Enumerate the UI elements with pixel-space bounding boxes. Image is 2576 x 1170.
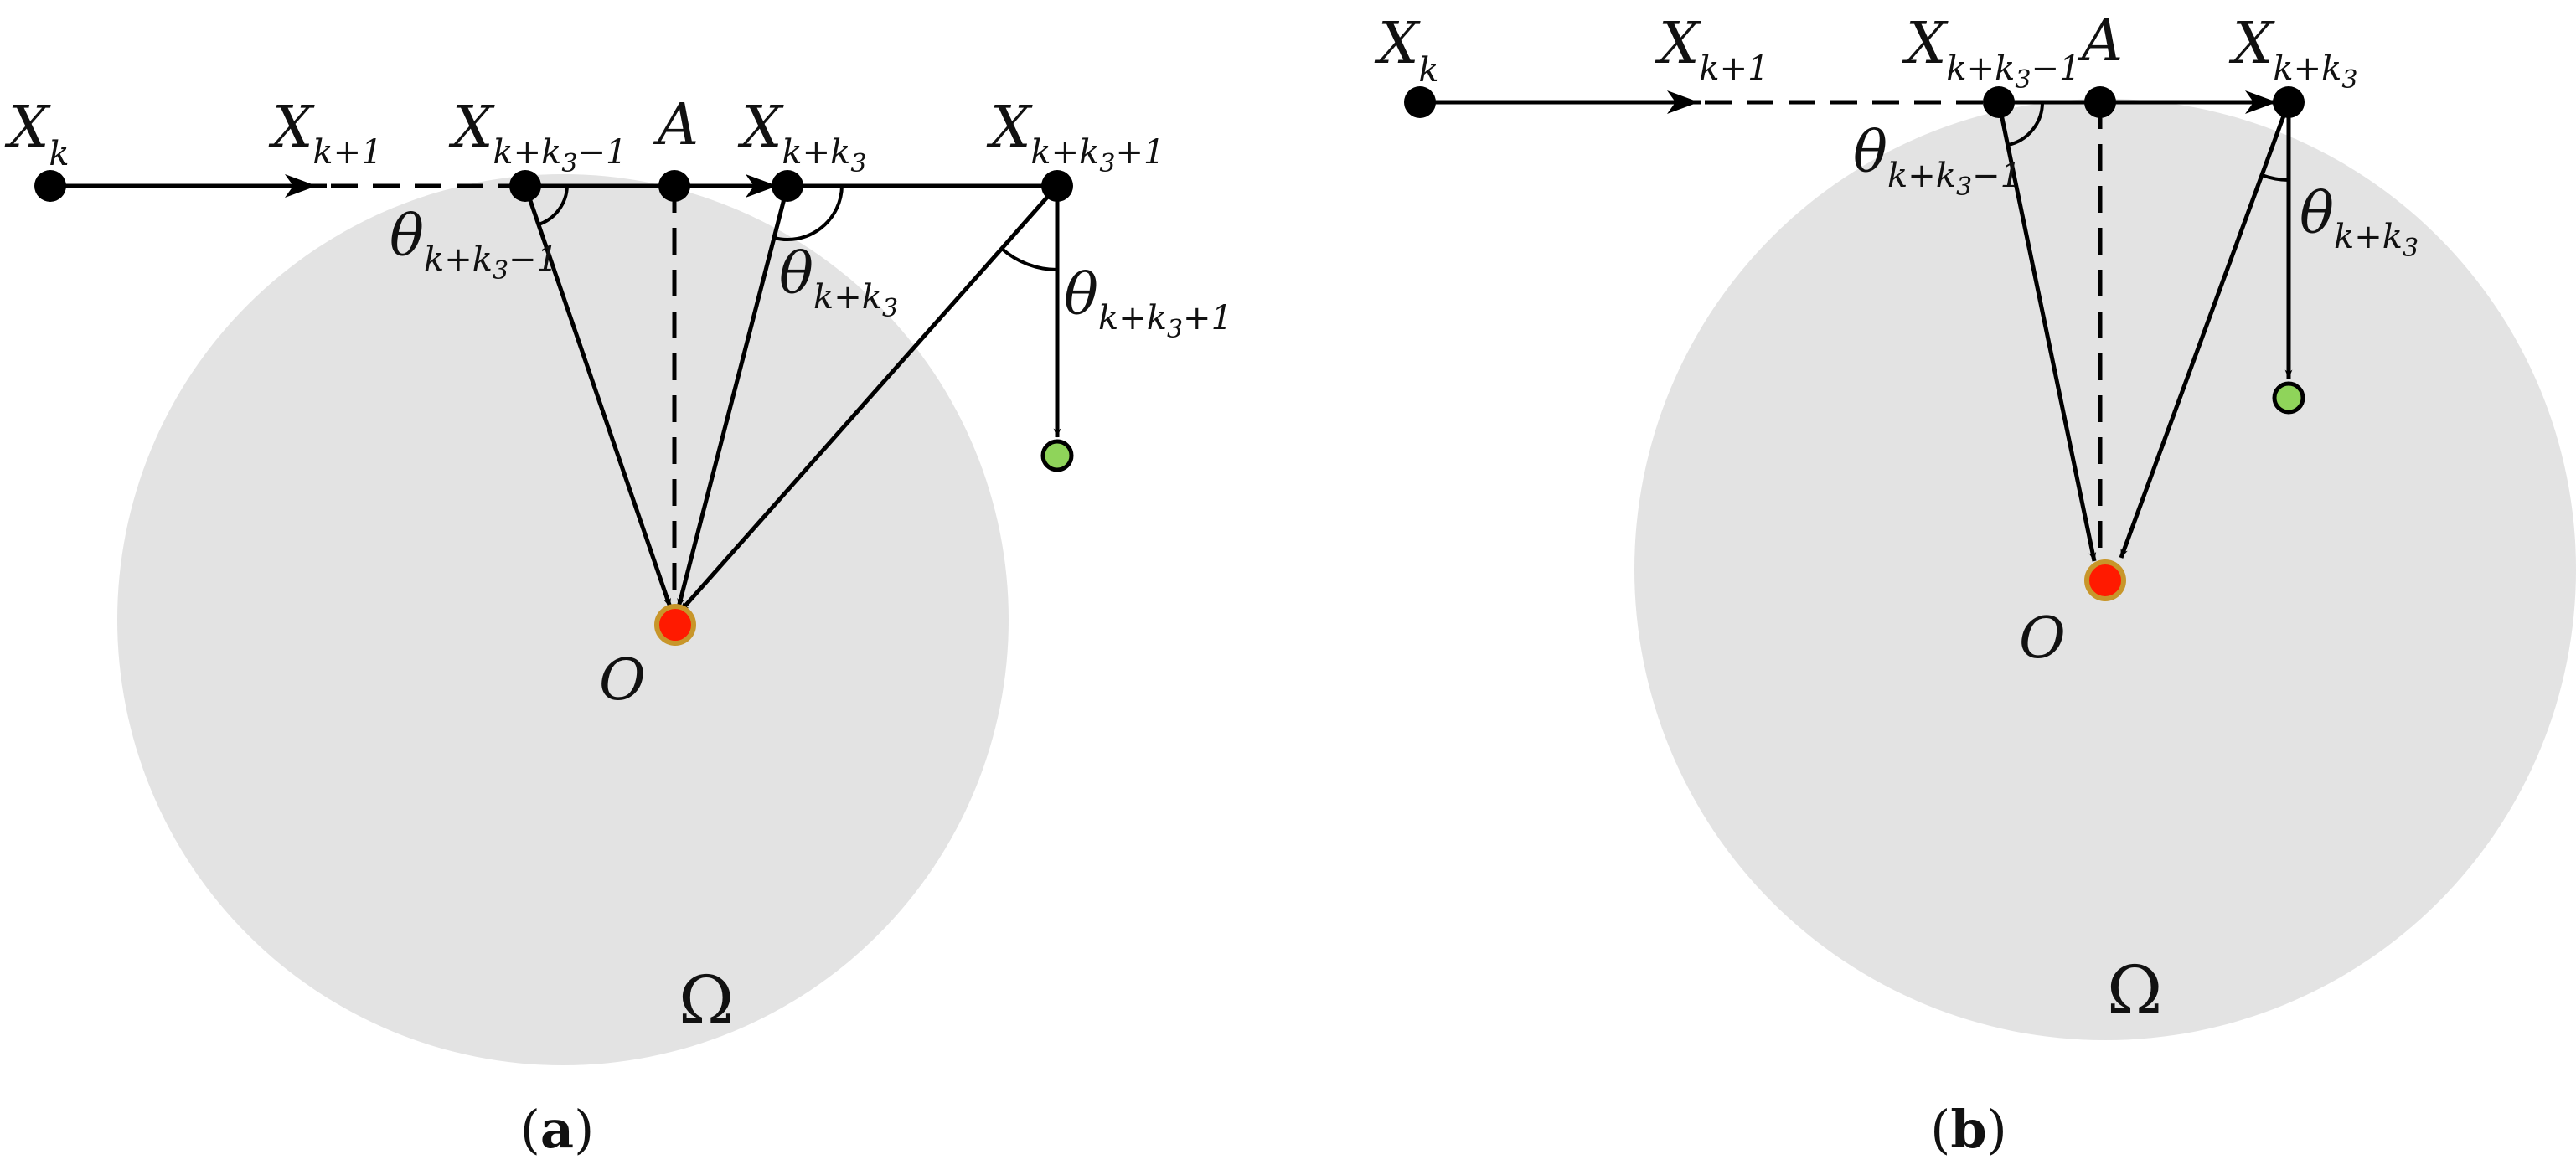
angle-arc-b-1 <box>2007 101 2045 147</box>
label-xk-a: Xk <box>4 95 70 173</box>
trajectory-arrow-b-2 <box>2245 90 2277 114</box>
label-xk3p1-a: Xk+k3+1 <box>986 95 1164 178</box>
label-xk-b: Xk <box>1374 11 1439 90</box>
label-theta-k3m1-a: θk+k3−1 <box>390 204 558 286</box>
angle-arc-a-1 <box>538 185 569 226</box>
label-omega-b: Ω <box>2107 951 2162 1029</box>
label-omega-a: Ω <box>679 961 734 1039</box>
origin-point-b <box>2084 559 2126 601</box>
point-xk3-a <box>772 170 803 202</box>
label-xk1-b: Xk+1 <box>1655 11 1769 88</box>
panel-a: Xk Xk+1 Xk+k3−1 A Xk+k3 Xk+k3+1 θk+k3−1 … <box>4 92 1232 1160</box>
target-point-a <box>1040 439 1074 472</box>
label-A-a: A <box>653 92 699 158</box>
point-A-a <box>658 170 690 202</box>
caption-b: (b) <box>1930 1099 2007 1160</box>
trajectory-arrow-a-2 <box>746 174 777 198</box>
label-origin-a: O <box>599 647 646 714</box>
label-xk3-a: Xk+k3 <box>737 95 867 178</box>
trajectory-arrow-b-1 <box>1667 90 1699 114</box>
ray-a-1 <box>523 185 673 608</box>
label-xk3m1-a: Xk+k3−1 <box>448 95 627 178</box>
ray-a-3 <box>679 184 1059 613</box>
panel-b: Xk Xk+1 Xk+k3−1 A Xk+k3 θk+k3−1 θk+k3 O … <box>1374 8 2576 1160</box>
label-A-b: A <box>2077 8 2123 75</box>
origin-point-a <box>654 604 696 646</box>
label-theta-k3-b: θk+k3 <box>2300 181 2419 263</box>
angle-arc-a-2 <box>773 185 844 241</box>
region-omega-a <box>117 174 1009 1065</box>
label-theta-k3-a: θk+k3 <box>779 241 898 323</box>
point-xk3m1-a <box>509 170 541 202</box>
trajectory-arrow-a-1 <box>285 174 317 198</box>
angle-arc-b-2 <box>2261 173 2289 182</box>
point-xk3m1-b <box>1983 86 2015 118</box>
point-xk-b <box>1404 86 1436 118</box>
point-xk-a <box>34 170 66 202</box>
label-theta-k3p1-a: θk+k3+1 <box>1064 262 1232 344</box>
ray-a-2 <box>676 185 790 608</box>
caption-a: (a) <box>520 1099 595 1160</box>
point-A-b <box>2084 86 2116 118</box>
target-point-b <box>2272 381 2305 415</box>
point-xk3p1-a <box>1041 170 1073 202</box>
label-xk1-a: Xk+1 <box>268 95 383 172</box>
point-xk3-b <box>2273 86 2305 118</box>
label-origin-b: O <box>2019 606 2066 672</box>
label-theta-k3m1-b: θk+k3−1 <box>1853 120 2021 202</box>
angle-arc-a-3 <box>1000 247 1058 271</box>
label-xk3-b: Xk+k3 <box>2228 11 2358 95</box>
ray-b-1 <box>1996 101 2097 562</box>
ray-b-2 <box>2119 101 2291 559</box>
label-xk3m1-b: Xk+k3−1 <box>1902 11 2080 95</box>
